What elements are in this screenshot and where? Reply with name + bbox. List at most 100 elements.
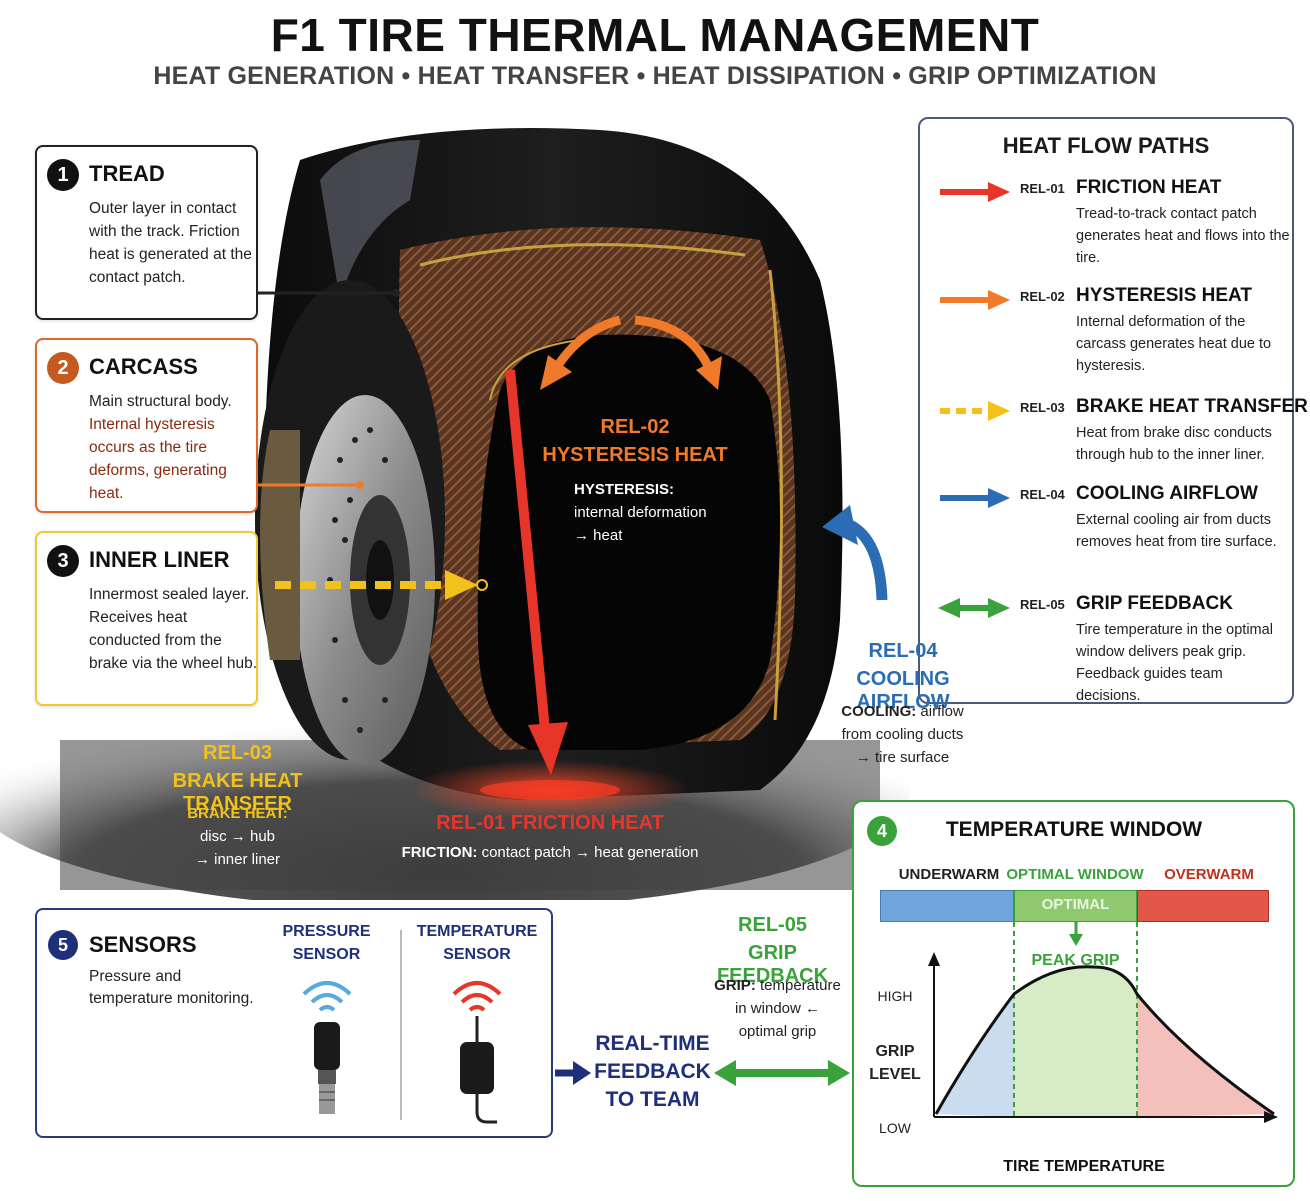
heat-flow-item-cooling: REL-04 COOLING AIRFLOW External cooling … [938, 483, 1288, 583]
rel05-text3: optimal grip [738, 1023, 817, 1040]
x-axis-title: TIRE TEMPERATURE [1003, 1158, 1165, 1175]
sensors-body: Pressure and temperature monitoring. [89, 968, 254, 1007]
rel05-text2: in window ← [734, 1000, 821, 1017]
carcass-body-line1: Main structural body. [89, 393, 232, 410]
heat-flow-desc: External cooling air from ducts removes … [1076, 512, 1277, 550]
carcass-body-rest: Internal hysteresis occurs as the tire d… [89, 416, 227, 502]
rel02-text1: internal deformation [574, 504, 707, 521]
grip-feedback-double-arrow-icon [714, 1060, 850, 1086]
tread-body: Outer layer in contact with the track. F… [89, 200, 252, 286]
rel01-label: FRICTION: [401, 844, 478, 861]
heat-flow-name: COOLING AIRFLOW [1076, 483, 1258, 504]
rel04-text1: airflow [920, 703, 964, 720]
heat-flow-name: GRIP FEEDBACK [1076, 593, 1233, 614]
rel04-text2: from cooling ducts [841, 726, 964, 743]
carcass-card: 2 CARCASS Main structural body. Internal… [35, 338, 258, 513]
carcass-title: CARCASS [89, 354, 198, 379]
heat-flow-code: REL-04 [1020, 487, 1065, 502]
yellow-dashed-arrow-icon [940, 401, 1010, 421]
rel03-code: REL-03 [203, 742, 272, 764]
y-axis-title-line1: GRIP [875, 1043, 915, 1060]
rel03-detail: BRAKE HEAT: disc → hub → inner liner [165, 802, 310, 871]
rel04-text3: → tire surface [855, 749, 950, 766]
pressure-sensor-icon [302, 981, 352, 1114]
heat-flow-code: REL-02 [1020, 289, 1065, 304]
sensors-number: 5 [48, 930, 78, 960]
heat-flow-code: REL-05 [1020, 597, 1065, 612]
inner-liner-body: Innermost sealed layer. Receives heat co… [89, 586, 258, 672]
feedback-label: REAL-TIME FEEDBACK TO TEAM [585, 1030, 720, 1114]
carcass-number: 2 [47, 352, 79, 384]
heat-flow-item-brake: REL-03 BRAKE HEAT TRANSFER Heat from bra… [938, 396, 1308, 476]
rel03-name: BRAKE HEAT TRANSFER [172, 770, 303, 815]
underwarm-label: UNDERWARM [898, 866, 1000, 883]
rel03-text1: disc → hub [199, 828, 276, 845]
rel05-code: REL-05 [738, 914, 807, 936]
rel05-label: GRIP: [714, 977, 756, 994]
inner-liner-card: 3 INNER LINER Innermost sealed layer. Re… [35, 531, 258, 706]
rel04-name: COOLING AIRFLOW [856, 668, 950, 713]
rel02-detail: HYSTERESIS: internal deformation → heat [574, 478, 744, 547]
rel02-code: REL-02 [600, 416, 670, 438]
optimal-bar-text: OPTIMAL [1041, 896, 1110, 913]
blue-arrow-icon [940, 488, 1010, 508]
red-arrow-icon [940, 182, 1010, 202]
orange-arrow-icon [940, 290, 1010, 310]
temp-label-line2: SENSOR [443, 946, 511, 963]
carcass-body: Main structural body. Internal hysteresi… [89, 390, 259, 505]
heat-flow-item-hysteresis: REL-02 HYSTERESIS HEAT Internal deformat… [938, 285, 1288, 385]
grip-curve-chart [928, 922, 1278, 1123]
pressure-label-line1: PRESSURE [282, 923, 371, 940]
optimal-window-label: OPTIMAL WINDOW [1006, 866, 1144, 883]
heat-flow-desc: Internal deformation of the carcass gene… [1076, 314, 1272, 374]
tread-card: 1 TREAD Outer layer in contact with the … [35, 145, 258, 320]
page-subtitle: HEAT GENERATION • HEAT TRANSFER • HEAT D… [153, 62, 1157, 90]
inner-liner-number: 3 [47, 545, 79, 577]
heat-flow-title: HEAT FLOW PATHS [1002, 133, 1210, 158]
rel04-detail: COOLING: airflow from cooling ducts → ti… [820, 700, 985, 769]
heat-flow-desc: Tire temperature in the optimal window d… [1076, 622, 1273, 704]
y-axis-title: GRIP LEVEL [864, 1040, 926, 1086]
heat-flow-code: REL-01 [1020, 181, 1065, 196]
optimal-bar [1014, 890, 1137, 922]
y-axis-high-label: HIGH [877, 988, 913, 1004]
heat-flow-name: FRICTION HEAT [1076, 177, 1222, 198]
heat-flow-item-grip: REL-05 GRIP FEEDBACK Tire temperature in… [938, 593, 1288, 704]
feedback-line1: REAL-TIME [595, 1032, 710, 1055]
tread-title: TREAD [89, 161, 165, 186]
temperature-sensor-icon [452, 981, 502, 1124]
rel02-name: HYSTERESIS HEAT [542, 444, 728, 466]
rel03-text2: → inner liner [194, 851, 281, 868]
peak-grip-label: PEAK GRIP [1031, 952, 1120, 969]
temp-label-line1: TEMPERATURE [416, 923, 538, 940]
rel01-name: REL-01 FRICTION HEAT [436, 812, 664, 834]
pressure-label-line2: SENSOR [292, 946, 361, 963]
heat-flow-desc: Heat from brake disc conducts through hu… [1076, 425, 1272, 463]
y-axis-low-label: LOW [879, 1120, 911, 1136]
green-double-arrow-icon [938, 598, 1010, 618]
page-title: F1 TIRE THERMAL MANAGEMENT [270, 9, 1040, 61]
tread-number: 1 [47, 159, 79, 191]
inner-liner-title: INNER LINER [89, 547, 230, 572]
underwarm-bar [880, 890, 1014, 922]
temperature-window-title: TEMPERATURE WINDOW [945, 818, 1203, 841]
rel03-label: BRAKE HEAT: [187, 805, 288, 822]
sensors-divider [400, 930, 402, 1120]
heat-flow-name: HYSTERESIS HEAT [1076, 285, 1252, 306]
heat-flow-item-friction: REL-01 FRICTION HEAT Tread-to-track cont… [938, 177, 1290, 277]
rel01-detail: FRICTION: contact patch → heat generatio… [380, 844, 720, 861]
y-axis-title-line2: LEVEL [869, 1066, 921, 1083]
navy-arrow-icon [555, 1061, 591, 1085]
sensors-title: SENSORS [89, 932, 197, 957]
heat-flow-panel: HEAT FLOW PATHS REL-01 FRICTION HEAT Tre… [918, 117, 1308, 704]
overwarm-label: OVERWARM [1164, 866, 1254, 883]
rel05-name: GRIP FEEDBACK [716, 942, 829, 987]
rel02-label: HYSTERESIS: [574, 481, 675, 498]
sensors-panel: 5 SENSORS Pressure and temperature monit… [35, 908, 553, 1138]
heat-flow-name: BRAKE HEAT TRANSFER [1076, 396, 1308, 417]
overwarm-bar [1137, 890, 1269, 922]
feedback-line3: TO TEAM [605, 1088, 700, 1111]
temperature-sensor-label: TEMPERATURE SENSOR [412, 920, 542, 966]
tire-illustration [0, 128, 910, 900]
rel04-code: REL-04 [868, 640, 938, 662]
